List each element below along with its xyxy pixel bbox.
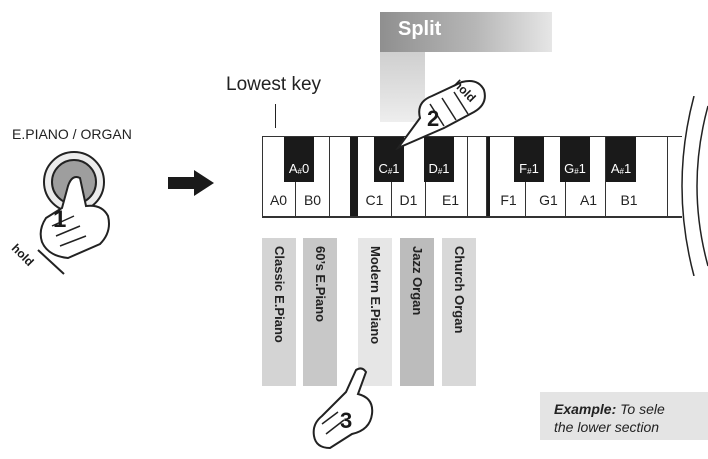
- black-key[interactable]: A#0: [284, 136, 314, 182]
- key-gap: [468, 136, 487, 216]
- octave-divider: [486, 136, 490, 216]
- white-key-label: C1: [365, 192, 384, 208]
- black-key-note: F: [519, 161, 528, 176]
- example-box: [540, 392, 708, 440]
- black-key-note: C: [378, 161, 388, 176]
- split-banner: [380, 12, 552, 52]
- black-key-octave: 1: [392, 161, 400, 176]
- example-line-1: To sele: [616, 401, 665, 417]
- black-key[interactable]: A#1: [606, 136, 636, 182]
- sound-option-label: Jazz Organ: [410, 246, 425, 316]
- sound-option-60s-epiano[interactable]: 60’s E.Piano: [303, 238, 337, 386]
- keyboard-left-edge: [262, 136, 263, 216]
- sharp-sign: #: [437, 167, 443, 176]
- sharp-sign: #: [574, 167, 579, 176]
- black-key-octave: 1: [531, 161, 539, 176]
- finger-3-number: 3: [340, 408, 353, 433]
- sharp-sign: #: [619, 167, 624, 176]
- sound-option-label: Classic E.Piano: [272, 246, 287, 343]
- sharp-sign: #: [297, 167, 302, 176]
- sound-option-jazz-organ[interactable]: Jazz Organ: [400, 238, 434, 386]
- finger-3-press-illustration: [308, 364, 388, 454]
- finger-2-number: 2: [427, 106, 440, 131]
- black-key[interactable]: C#1: [374, 136, 404, 182]
- white-key-label: E1: [441, 192, 460, 208]
- white-key-label: D1: [399, 192, 418, 208]
- black-key[interactable]: G#1: [560, 136, 590, 182]
- white-key-label: G1: [539, 192, 558, 208]
- sound-option-church-organ[interactable]: Church Organ: [442, 238, 476, 386]
- black-key-note: A: [610, 161, 620, 176]
- lowest-key-pointer-line: [275, 104, 276, 128]
- black-key-octave: 1: [442, 161, 450, 176]
- key-gap: [330, 136, 350, 216]
- sound-option-label: Church Organ: [452, 246, 467, 334]
- black-key-note: A: [288, 161, 298, 176]
- black-key-octave: 1: [578, 161, 586, 176]
- example-text: Example: To sele the lower section: [554, 400, 708, 436]
- black-key-note: D: [428, 161, 438, 176]
- finger-1-number: 1: [53, 206, 67, 233]
- finger-2-press-illustration: [392, 74, 492, 154]
- white-key-label: F1: [500, 192, 517, 208]
- example-lead: Example:: [554, 401, 617, 417]
- white-key-label: B0: [303, 192, 322, 208]
- example-line-2: the lower section: [554, 419, 660, 435]
- button-press-illustration: [37, 151, 110, 275]
- split-label: Split: [398, 18, 442, 40]
- white-key-label: B1: [620, 192, 638, 208]
- octave-divider: [350, 136, 358, 216]
- black-key-octave: 0: [301, 161, 310, 176]
- white-key-label: A0: [269, 192, 288, 208]
- keyboard-end-curve: [674, 95, 708, 281]
- black-key-note: G: [564, 161, 575, 176]
- epiano-organ-button[interactable]: [28, 146, 188, 276]
- sharp-sign: #: [527, 167, 532, 176]
- black-key-octave: 1: [623, 161, 632, 176]
- sharp-sign: #: [387, 167, 393, 176]
- sound-option-modern-epiano[interactable]: Modern E.Piano: [358, 238, 392, 386]
- keyboard-bottom-border: [262, 216, 682, 218]
- keyboard: A0 B0 C1 D1 E1 F1 G1 A1 B1 A#0 C#1 D#1 F…: [262, 136, 682, 218]
- split-indicator-stem: [380, 52, 425, 122]
- sound-option-classic-epiano[interactable]: Classic E.Piano: [262, 238, 296, 386]
- black-key[interactable]: F#1: [514, 136, 544, 182]
- lowest-key-label: Lowest key: [226, 74, 322, 95]
- white-key-label: A1: [579, 192, 598, 208]
- keyboard-top-border: [262, 136, 682, 137]
- sound-option-label: Modern E.Piano: [368, 246, 383, 345]
- right-arrow-icon: [168, 170, 214, 201]
- epiano-organ-label: E.PIANO / ORGAN: [12, 126, 132, 142]
- black-key[interactable]: D#1: [424, 136, 454, 182]
- sound-option-label: 60’s E.Piano: [313, 246, 328, 323]
